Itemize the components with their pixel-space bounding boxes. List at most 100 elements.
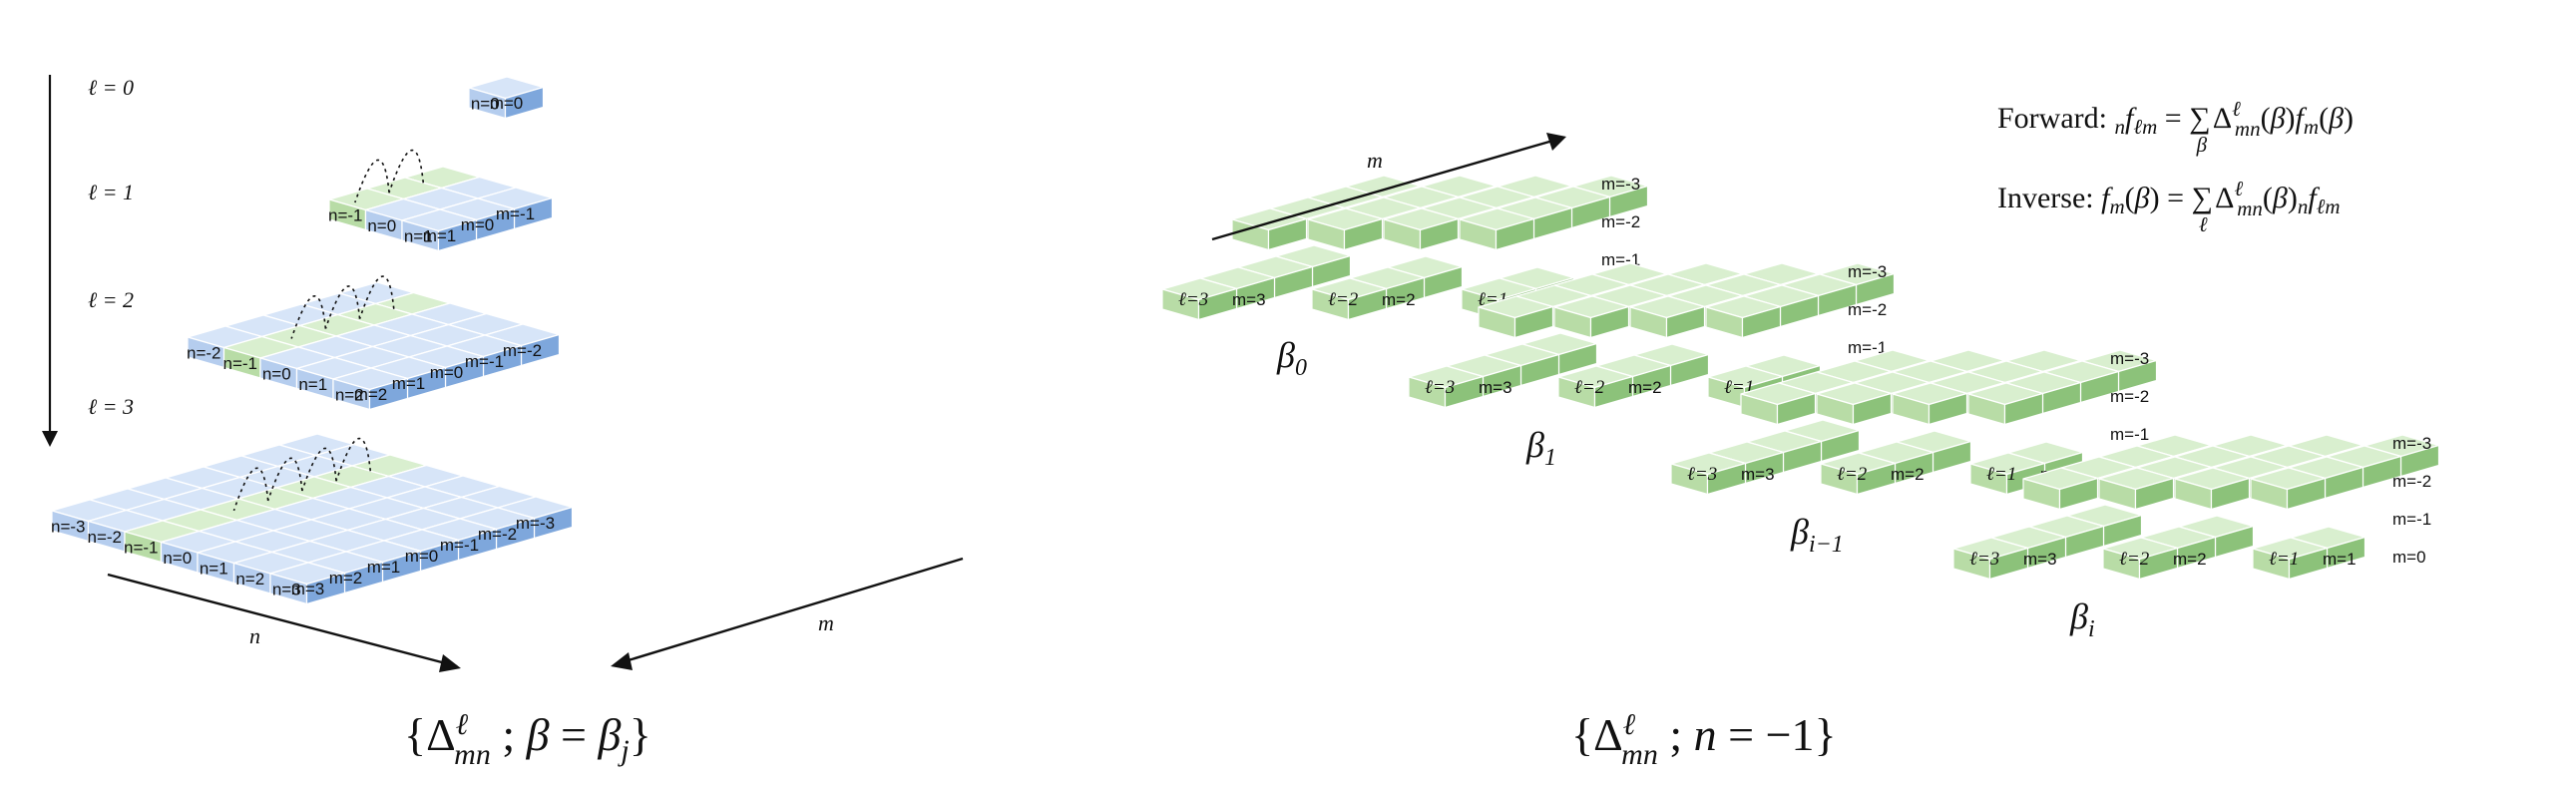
- block-front-m: [1856, 462, 1897, 496]
- slice-block-back: [1383, 207, 1460, 251]
- pyramid-block-l3-6-0: [269, 562, 346, 605]
- slice-ell-label: ℓ=2: [1574, 377, 1605, 398]
- pyramid-n-label: n=1: [200, 559, 228, 578]
- slice-m-label: m=-1: [2392, 510, 2431, 529]
- slice-block-back: [2250, 467, 2327, 511]
- block-front-m: [1706, 462, 1747, 496]
- pyramid-block-l1-2-0: [401, 208, 478, 252]
- n-axis-label: n: [249, 623, 260, 648]
- slice-ell-label: ℓ=2: [2119, 549, 2150, 570]
- block-front-m: [1593, 375, 1634, 409]
- block-front-m: [1444, 375, 1485, 409]
- transition-arc: [335, 437, 372, 482]
- block-front-m: [1928, 392, 1968, 426]
- slice-ell-label: ℓ=2: [1837, 464, 1868, 485]
- slice-m-label: m=-3: [1848, 262, 1887, 281]
- slice-beta-label: β0: [1276, 335, 1307, 381]
- transition-arc: [358, 275, 395, 319]
- slice-m-label: m=2: [1382, 290, 1416, 309]
- slice-m-label: m=3: [2023, 550, 2057, 569]
- pyramid-m-label: m=2: [329, 569, 363, 588]
- block-front-m: [2058, 477, 2099, 511]
- block-front-m: [2134, 477, 2175, 511]
- block-front-m: [2210, 477, 2251, 511]
- pyramid-n-label: n=0: [471, 94, 500, 113]
- slice-block: [2252, 537, 2329, 581]
- slice-block-back: [1231, 207, 1308, 251]
- block-front-m: [1267, 217, 1308, 251]
- slice-ell-label: ℓ=1: [1986, 464, 2016, 485]
- slice-block-back: [1967, 382, 2044, 426]
- slice-m-label: m=-2: [2392, 472, 2431, 491]
- transition-arc: [301, 447, 337, 492]
- pyramid-block-l2-4-0: [332, 367, 409, 411]
- slice-m-label: m=-2: [2110, 387, 2149, 406]
- level-arrow-head: [42, 431, 58, 447]
- slice-m-label: m=-2: [1601, 212, 1640, 231]
- pyramid-n-label: n=-2: [88, 528, 123, 547]
- transition-arc: [290, 295, 327, 339]
- block-front-m: [1665, 305, 1706, 339]
- pyramid-m-label: m=-2: [478, 525, 517, 544]
- level-label: ℓ = 0: [88, 75, 134, 100]
- pyramid-m-label: m=0: [430, 363, 464, 382]
- pyramid-n-label: n=2: [335, 385, 364, 404]
- block-front-m: [1988, 547, 2029, 581]
- block-front-m: [437, 218, 478, 252]
- pyramid-n-label: n=2: [235, 570, 264, 589]
- pyramid-m-label: m=1: [367, 558, 401, 577]
- slice-beta-label: β1: [1525, 425, 1556, 471]
- pyramid-n-label: n=-1: [223, 354, 258, 373]
- block-front-m: [1852, 392, 1893, 426]
- slice-block: [1820, 452, 1897, 496]
- slice-block: [1557, 365, 1634, 409]
- n-axis-arrow: [107, 573, 458, 668]
- n-axis-head: [439, 654, 461, 672]
- pyramid-m-label: m=0: [405, 547, 439, 566]
- slice-block-back: [1478, 295, 1554, 339]
- slice-block: [1408, 365, 1485, 409]
- block-front-m: [2138, 547, 2179, 581]
- level-label: ℓ = 2: [88, 287, 134, 312]
- slice-block-back: [1553, 295, 1630, 339]
- slice-block: [1311, 277, 1388, 321]
- block-front-m: [1347, 287, 1388, 321]
- block-front-m: [1197, 287, 1238, 321]
- transition-arc: [324, 285, 361, 329]
- level-label: ℓ = 3: [88, 394, 134, 419]
- pyramid-m-label: m=0: [490, 94, 524, 113]
- slice-ell-label: ℓ=3: [1425, 377, 1455, 398]
- block-front-m: [1776, 392, 1817, 426]
- slice-block-back: [1629, 295, 1706, 339]
- pyramid-n-label: n=1: [298, 375, 327, 394]
- slice-m-label: m=-2: [1848, 300, 1887, 319]
- pyramid-n-label: n=0: [163, 549, 192, 568]
- slice-block-back: [1459, 207, 1535, 251]
- block-front-m: [1513, 305, 1554, 339]
- pyramid-n-label: n=3: [272, 580, 301, 598]
- pyramid-n-label: n=-1: [124, 538, 159, 557]
- slice-m-label: m=3: [1741, 465, 1775, 484]
- slice-m-label: m=-3: [2110, 349, 2149, 368]
- pyramid-m-label: m=3: [291, 580, 325, 598]
- block-front-m: [1495, 217, 1535, 251]
- block-front-m: [305, 572, 346, 605]
- m-axis-arrow-right: [1211, 138, 1557, 241]
- m-axis-arrow: [618, 557, 964, 665]
- pyramid-n-label: n=-3: [51, 517, 86, 536]
- slice-m-label: m=-1: [1848, 338, 1887, 357]
- slice-block-back: [1307, 207, 1384, 251]
- pyramid-block-l0-0-0: [468, 76, 545, 120]
- pyramid-m-label: m=-1: [440, 536, 479, 555]
- block-front-m: [368, 377, 409, 411]
- pyramid-m-label: m=-2: [503, 341, 542, 360]
- pyramid-n-label: n=0: [262, 364, 291, 383]
- block-front-m: [504, 86, 545, 120]
- slice-block-back: [1740, 382, 1817, 426]
- slice-m-label: m=2: [1628, 378, 1662, 397]
- block-front-m: [1419, 217, 1460, 251]
